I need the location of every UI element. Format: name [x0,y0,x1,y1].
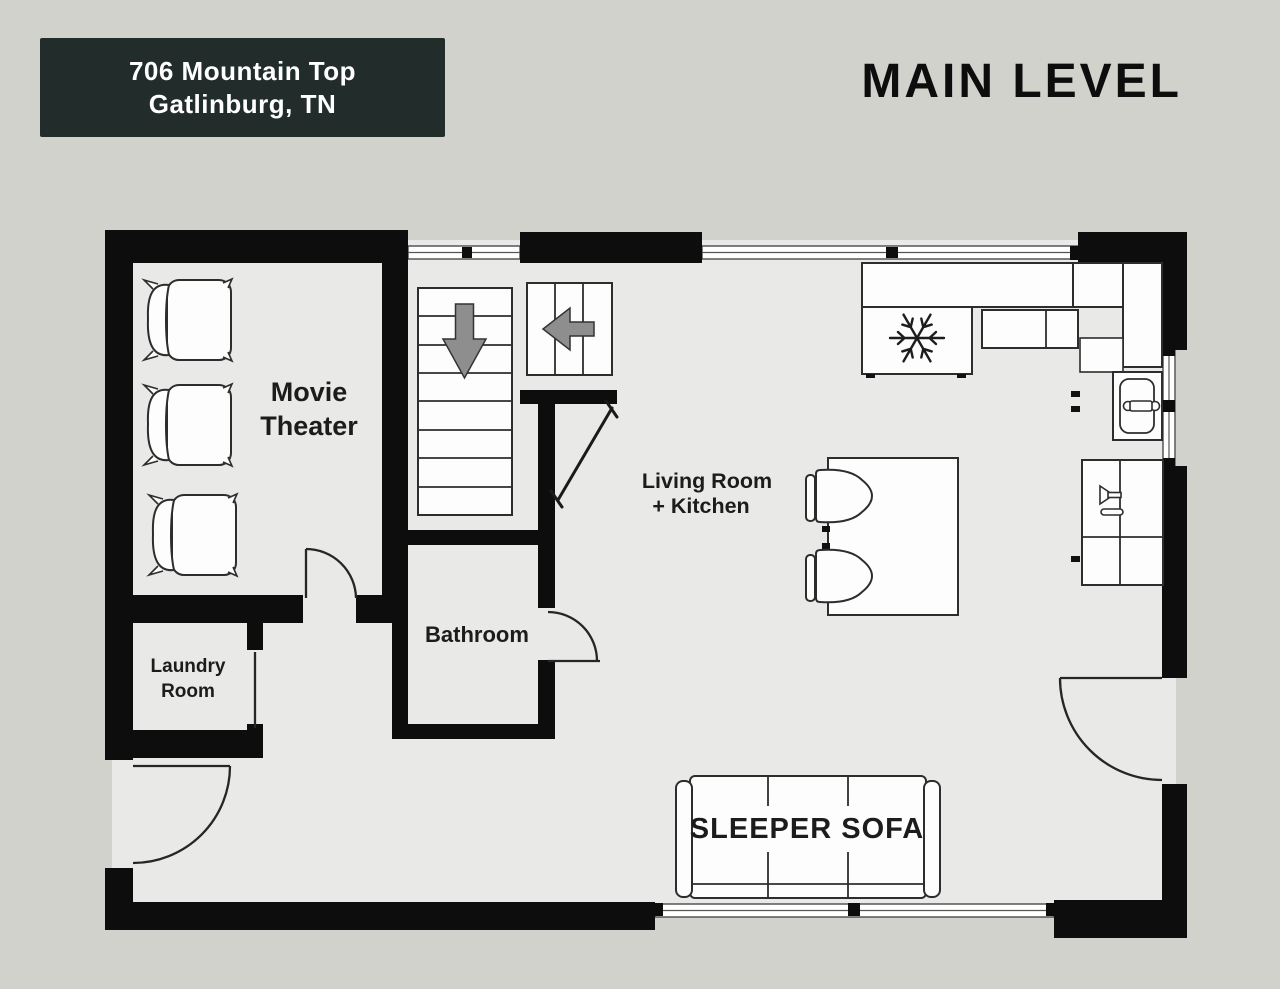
living-kitchen-label-line2: + Kitchen [652,494,749,518]
laundry-label-line2: Room [161,681,215,702]
address-badge: 706 Mountain Top Gatlinburg, TN [40,38,445,137]
kitchen [861,262,1164,586]
address-line-1: 706 Mountain Top [128,55,357,86]
front-door [132,764,232,865]
address-line-2: Gatlinburg, TN [148,88,337,119]
movie-theater-label-line2: Theater [260,411,358,441]
kitchen-lower-cabinets [1081,459,1164,586]
sleeper-sofa [675,775,941,899]
deck-door [1058,676,1163,782]
kitchen-cabinet [1079,337,1124,373]
dining-set [805,457,959,616]
doors [132,547,1163,865]
stair-railing [549,399,619,509]
bathroom-label: Bathroom [425,622,529,647]
bathroom-door [547,610,600,663]
movie-theater-door [304,547,358,599]
movie-theater-label-line1: Movie [271,377,348,407]
recliner-chair [148,493,238,577]
kitchen-counter-right [1122,262,1163,368]
staircase [417,282,619,516]
stairs-landing-arrow-icon [541,306,595,352]
interior-floor [112,240,1176,916]
kitchen-sink [1112,371,1163,441]
stairs-down-arrow-icon [441,303,488,380]
kitchen-counter-mid [981,309,1079,349]
walls [105,230,1187,938]
kitchen-counter-top [861,262,1074,308]
refrigerator [861,306,973,378]
kitchen-counter-corner [1072,262,1124,308]
recliner-chair [143,383,233,467]
recliner-chair [143,278,233,362]
laundry-label-line1: Laundry [151,656,226,677]
sleeper-sofa-label: SLEEPER SOFA [690,813,924,845]
page-title: MAIN LEVEL [861,55,1182,108]
refrigerator-snowflake-icon [888,313,946,363]
living-kitchen-label-line1: Living Room [642,469,772,493]
faucet-icon [1129,400,1153,412]
window-mullions [462,247,1175,916]
recliner-chairs [143,278,238,577]
